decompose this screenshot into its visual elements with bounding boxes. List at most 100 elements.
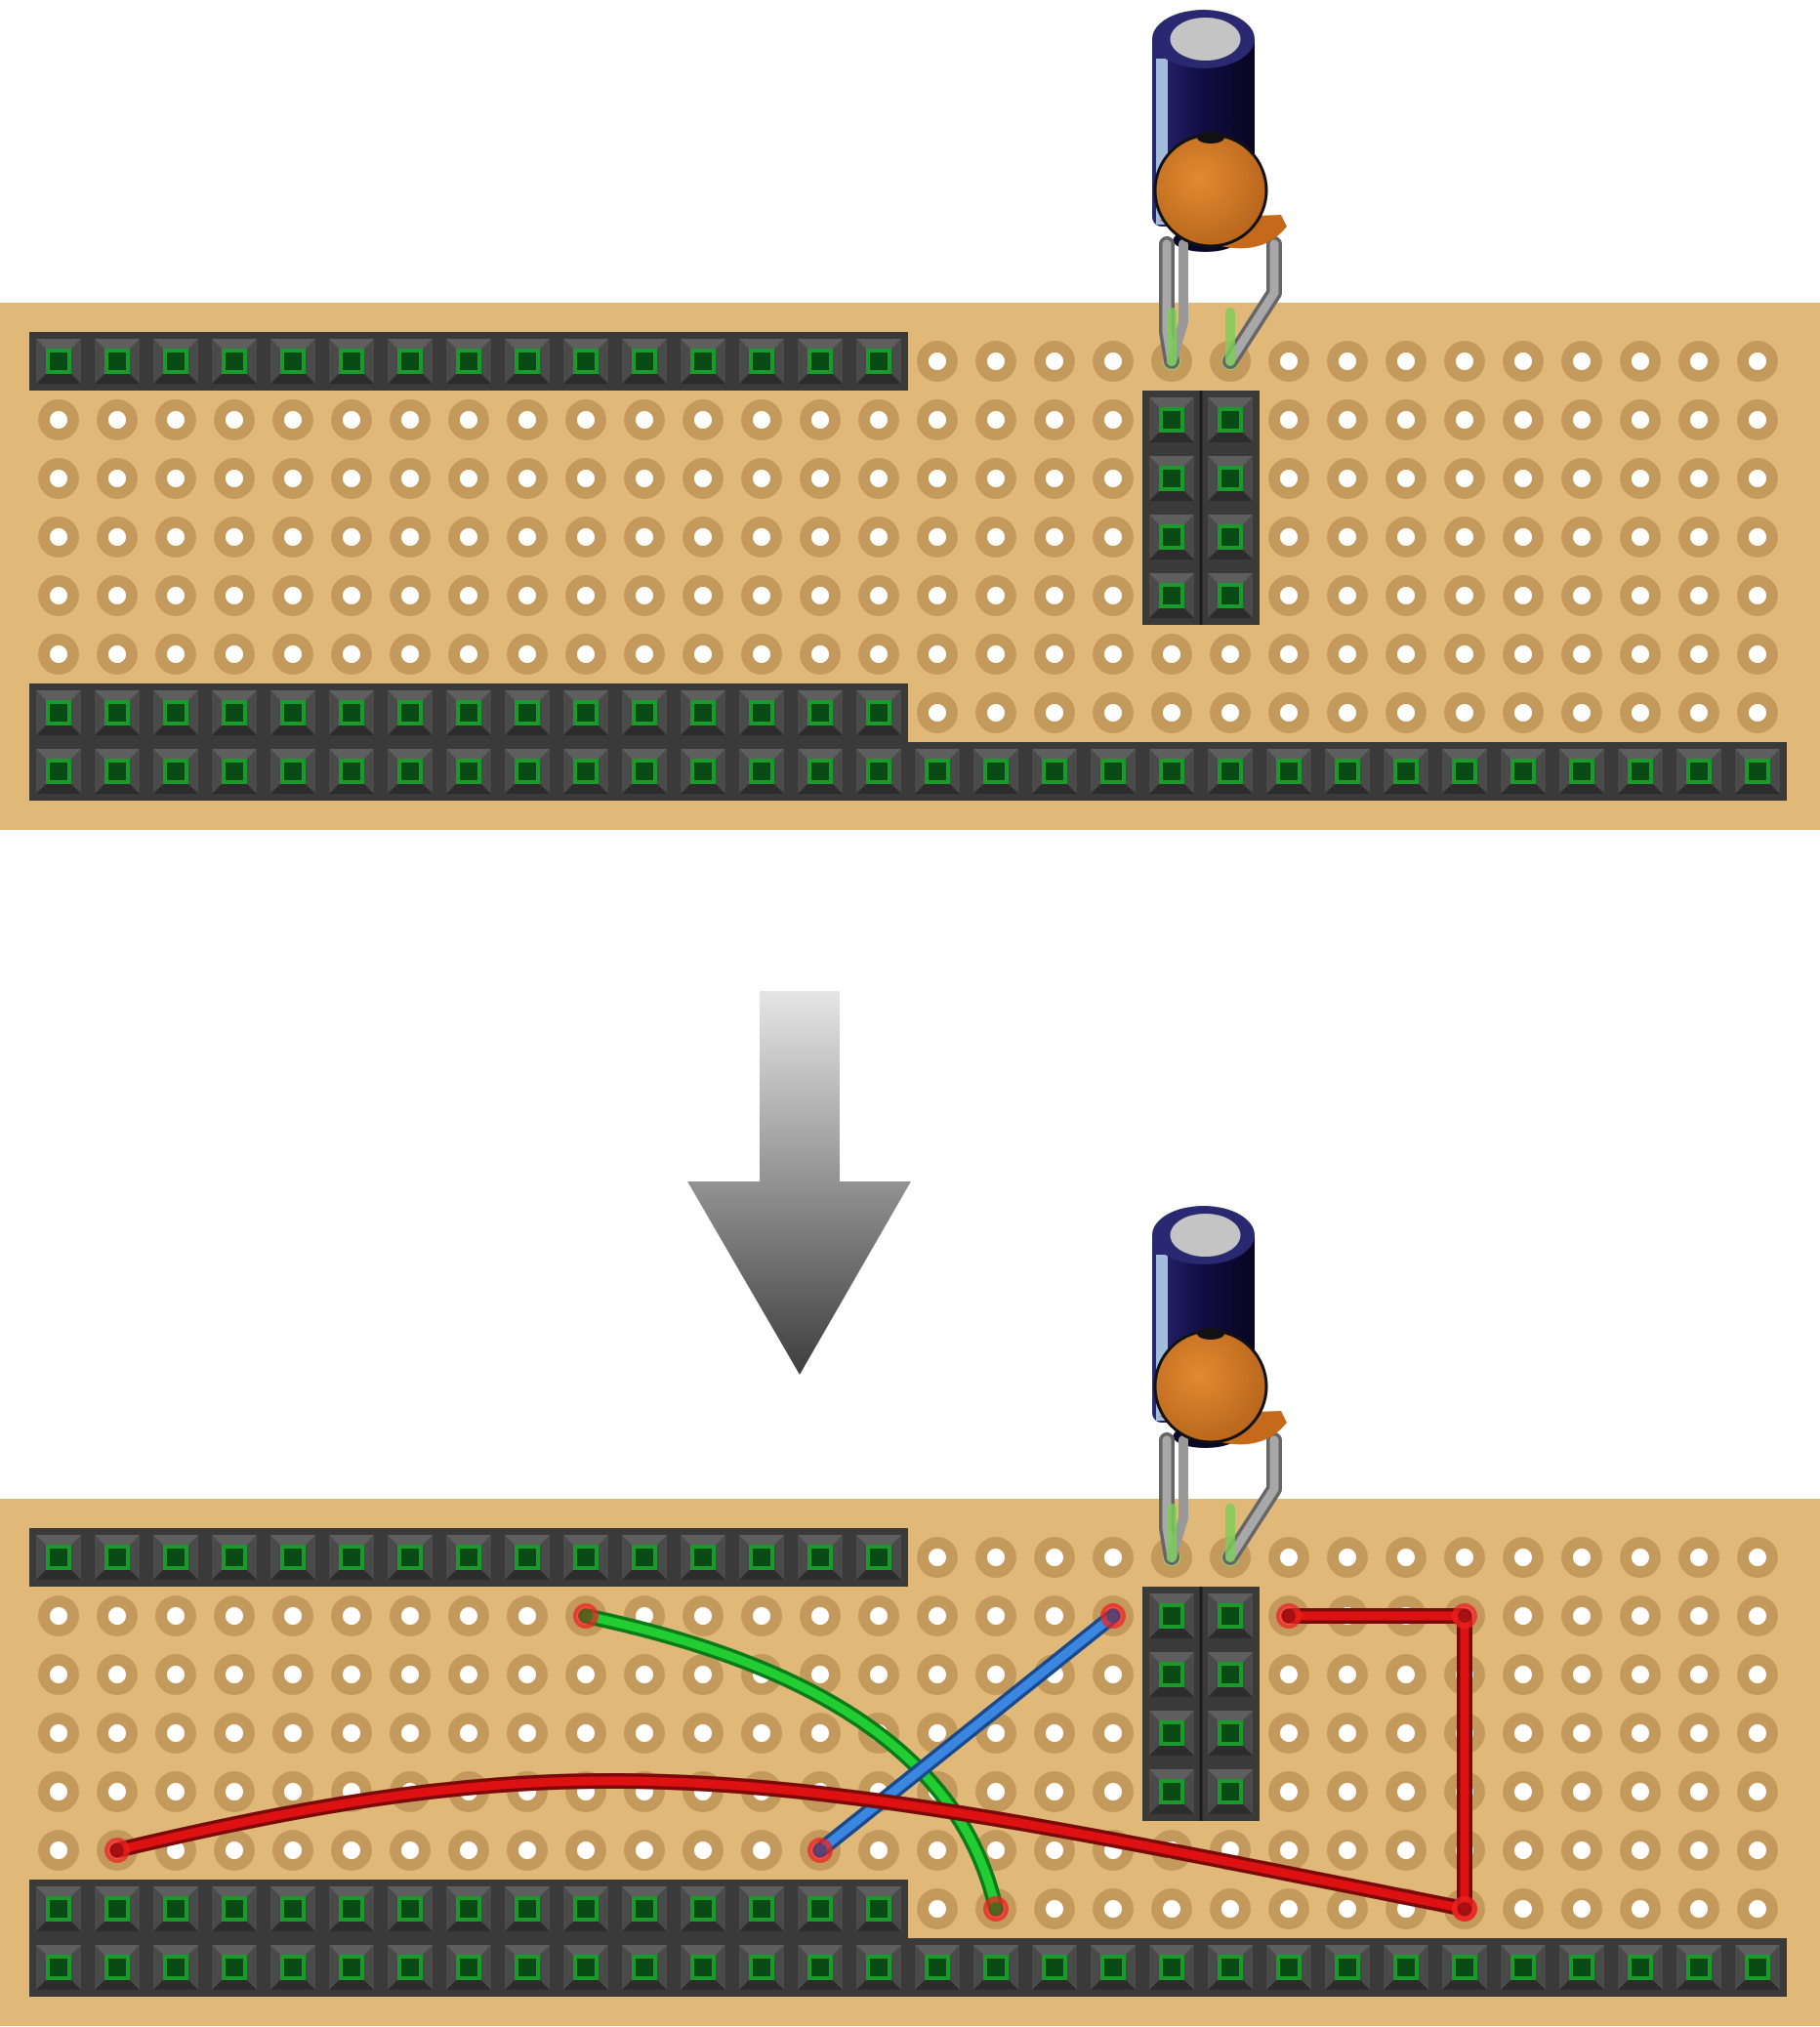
pad [1268, 1654, 1309, 1695]
pad [1737, 575, 1778, 616]
pad [1561, 1888, 1602, 1929]
pad [390, 517, 431, 558]
header-pin [329, 1886, 374, 1931]
pad [1503, 399, 1544, 440]
header-pin [1266, 749, 1311, 794]
pad [1678, 1713, 1719, 1754]
pad [1503, 1771, 1544, 1812]
header-pin [1032, 1945, 1077, 1990]
pad [1093, 575, 1134, 616]
header-pin [446, 1945, 491, 1990]
pad [214, 1713, 255, 1754]
pad [1678, 1537, 1719, 1578]
pad [1561, 1595, 1602, 1636]
pad [1268, 458, 1309, 499]
pad [155, 1595, 196, 1636]
pad [917, 1654, 958, 1695]
pad [38, 1771, 79, 1812]
header-pin [563, 1535, 608, 1580]
pad [331, 1595, 372, 1636]
pad [1268, 1713, 1309, 1754]
header-pin [36, 1945, 81, 1990]
pad [155, 1654, 196, 1695]
pad [1268, 399, 1309, 440]
pad [1444, 1537, 1485, 1578]
pad [917, 458, 958, 499]
pad [565, 575, 606, 616]
header-pin [622, 1886, 667, 1931]
pad [1561, 1537, 1602, 1578]
pad [682, 458, 724, 499]
header-pin [1384, 749, 1428, 794]
pad [1620, 575, 1661, 616]
header-pin [36, 749, 81, 794]
pad [448, 458, 489, 499]
pad [1620, 634, 1661, 675]
header-pin [505, 749, 550, 794]
pad-grid [38, 341, 1778, 733]
red-wire-long [104, 1772, 1477, 1922]
pad [155, 458, 196, 499]
header-pin [622, 1535, 667, 1580]
pad [272, 1654, 313, 1695]
pad [917, 1830, 958, 1871]
pad [1503, 575, 1544, 616]
pad [507, 575, 548, 616]
pad [1034, 1830, 1075, 1871]
header-strip [29, 1880, 908, 1938]
pad [1620, 517, 1661, 558]
pad [858, 1595, 899, 1636]
pad [507, 1595, 548, 1636]
pad [507, 1654, 548, 1695]
pad [1678, 399, 1719, 440]
pad [1034, 1713, 1075, 1754]
header-pin [505, 1535, 550, 1580]
header-pin [1618, 749, 1663, 794]
header-pin [329, 690, 374, 735]
header-pin [1618, 1945, 1663, 1990]
header-pin [1735, 749, 1780, 794]
header-pin [1091, 1945, 1136, 1990]
pad [1034, 341, 1075, 382]
pad [507, 1713, 548, 1754]
pad [917, 692, 958, 733]
pad [975, 1595, 1016, 1636]
header-pin [681, 749, 725, 794]
pad [1444, 692, 1485, 733]
pad [1561, 692, 1602, 733]
header-pin [388, 1945, 433, 1990]
pad [507, 399, 548, 440]
pad [1386, 341, 1427, 382]
header-pin [153, 690, 198, 735]
pad [975, 517, 1016, 558]
pad [1737, 692, 1778, 733]
pad [1678, 692, 1719, 733]
header-pin [329, 1535, 374, 1580]
header-pin [1384, 1945, 1428, 1990]
pad [331, 517, 372, 558]
pad [1386, 692, 1427, 733]
pad [331, 399, 372, 440]
header-pin [212, 1945, 257, 1990]
pad [565, 458, 606, 499]
pad [1210, 1888, 1251, 1929]
pad [624, 1713, 665, 1754]
pad [331, 1830, 372, 1871]
pad [800, 634, 841, 675]
pad [97, 1595, 138, 1636]
header-pin [505, 1886, 550, 1931]
ceramic-capacitor [1153, 132, 1287, 249]
pad [1034, 1537, 1075, 1578]
header-pin [681, 1945, 725, 1990]
pad [975, 1537, 1016, 1578]
pad [917, 399, 958, 440]
header-pin [739, 339, 784, 384]
header-pin [915, 749, 960, 794]
pad [390, 575, 431, 616]
pad [1444, 458, 1485, 499]
pad [1327, 1771, 1368, 1812]
pad [97, 399, 138, 440]
pad [1561, 399, 1602, 440]
pad [1620, 1830, 1661, 1871]
